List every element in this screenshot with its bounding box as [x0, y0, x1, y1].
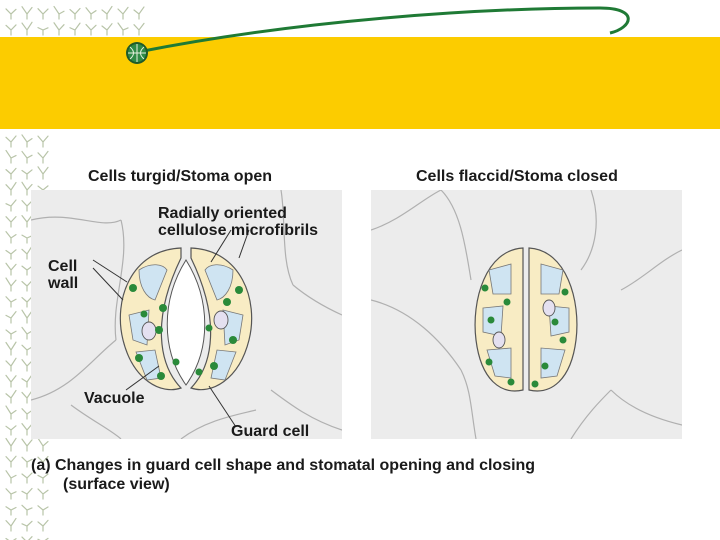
guard-cell-label: Guard cell [231, 423, 310, 440]
caption-line2: (surface view) [63, 476, 170, 493]
green-swoosh-decoration [126, 6, 630, 64]
microfibrils-label-line2: cellulose microfibrils [158, 222, 319, 239]
microfibrils-label: Radially oriented cellulose microfibrils [158, 205, 318, 239]
green-globe-bullet-icon [126, 42, 148, 64]
stoma-closed-panel [371, 190, 682, 439]
figure-caption: (a) Changes in guard cell shape and stom… [31, 456, 535, 494]
microfibrils-label-line1: Radially oriented [158, 205, 287, 222]
stoma-open-panel [31, 190, 342, 439]
vacuole-label: Vacuole [84, 390, 145, 407]
left-panel-heading: Cells turgid/Stoma open [88, 168, 273, 185]
title-band [0, 37, 720, 129]
caption-line1: (a) Changes in guard cell shape and stom… [31, 457, 536, 474]
right-panel-heading: Cells flaccid/Stoma closed [416, 168, 618, 185]
stoma-closed-diagram [371, 190, 682, 439]
cell-wall-label: Cell wall [48, 258, 78, 292]
stoma-open-diagram [31, 190, 342, 439]
cell-wall-label-line1: Cell [48, 258, 78, 275]
cell-wall-label-line2: wall [48, 275, 79, 292]
